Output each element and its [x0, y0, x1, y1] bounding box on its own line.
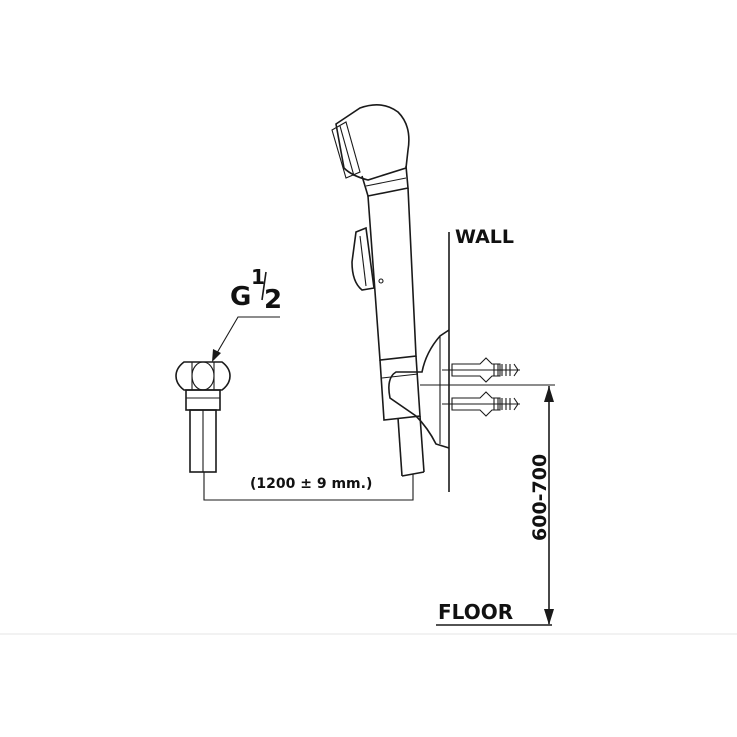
anchor-top-body — [451, 357, 501, 383]
handle-lower — [379, 355, 421, 421]
thread-size-callout: G 1 2 — [212, 265, 282, 362]
hose-right — [419, 415, 425, 473]
anchor-bottom-thread — [493, 397, 519, 411]
hex-center — [191, 361, 215, 391]
hex-nut — [175, 361, 231, 391]
spray-head-shell — [335, 104, 410, 181]
thread-leader — [213, 316, 280, 359]
hose-length-dimension: (1200 ± 9 mm.) — [203, 472, 414, 501]
floor-label: FLOOR — [438, 600, 513, 624]
wall: WALL — [448, 226, 514, 492]
height-arrow-bottom — [544, 609, 554, 625]
spray-head — [331, 104, 410, 197]
handle-dot — [378, 278, 384, 284]
thread-denominator: 2 — [264, 285, 282, 315]
height-label: 600-700 — [529, 454, 551, 541]
neck-band — [365, 177, 407, 187]
thread-leader-arrow — [212, 349, 221, 362]
trigger-edge — [359, 235, 367, 287]
wall-holder — [388, 329, 450, 449]
handle-joint — [381, 373, 419, 379]
thread-numerator: 1 — [251, 265, 265, 289]
wall-anchor-bottom — [442, 391, 520, 417]
spray-handle — [351, 187, 421, 421]
hose-length-label: (1200 ± 9 mm.) — [250, 476, 372, 492]
holder-bracket — [388, 329, 450, 449]
spray-neck — [361, 165, 409, 197]
inlet-connector — [175, 361, 231, 473]
thread-fraction-slash — [261, 271, 267, 301]
height-dimension: 600-700 — [420, 384, 555, 625]
nozzle-ring — [339, 125, 355, 177]
wall-anchor-top — [442, 357, 520, 383]
trigger-lever — [351, 226, 375, 291]
hose-down — [397, 415, 425, 477]
thread-prefix: G — [230, 282, 251, 312]
anchor-top-thread — [493, 363, 519, 377]
hose-length-line — [203, 472, 414, 501]
spray-nozzle-face — [331, 121, 361, 179]
anchor-bottom-body — [451, 391, 501, 417]
floor: FLOOR — [436, 600, 552, 626]
height-arrow-top — [544, 386, 554, 402]
handle-body — [367, 187, 417, 361]
wall-label: WALL — [455, 226, 514, 248]
hose-left — [397, 417, 403, 477]
connector-collar — [185, 389, 221, 411]
